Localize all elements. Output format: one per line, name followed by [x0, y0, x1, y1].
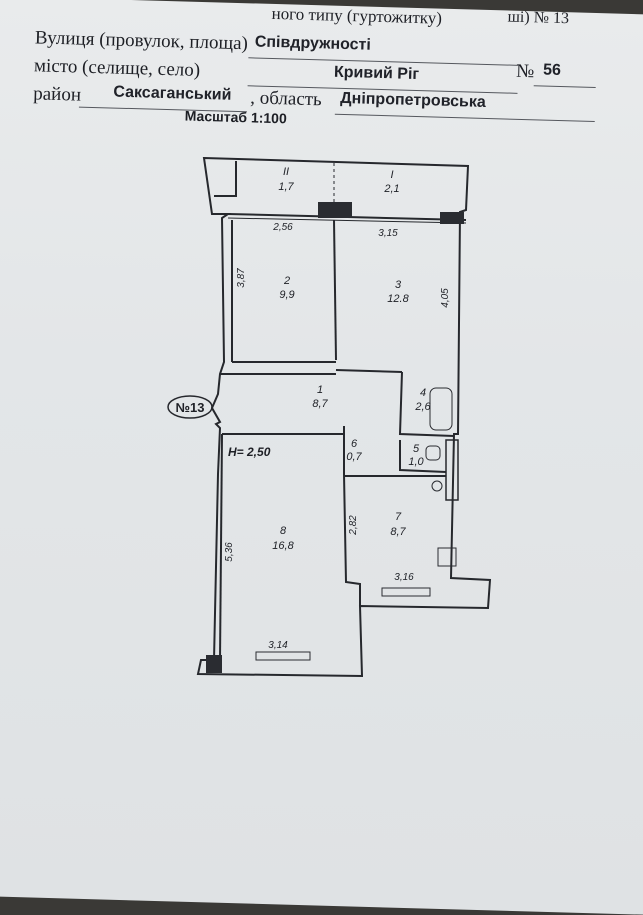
dimension-labels: 2,56 3,15 3,87 4,05 5,36 2,82 3,16 3,14: [224, 222, 451, 651]
room-area-3: 12.8: [387, 293, 409, 305]
wall-shaft: [445, 439, 459, 501]
column-1: [318, 202, 352, 218]
apartment-tag-group: №13: [167, 395, 213, 419]
room-number-2: 2: [283, 275, 290, 287]
room-area-7: 8,7: [390, 526, 406, 538]
balcony-line: [214, 161, 237, 197]
wall-room8-left: [219, 433, 223, 661]
wall-room2-right: [333, 219, 337, 361]
room-number-I: I: [390, 169, 393, 181]
wall-toilet: [399, 440, 447, 473]
room-area-5: 1,0: [408, 456, 424, 468]
room-area-6: 0,7: [346, 451, 362, 463]
room-number-8: 8: [280, 525, 287, 537]
wall-bath: [398, 371, 455, 437]
room-area-8: 16,8: [272, 540, 294, 552]
dimension-room2-depth: 3,87: [236, 268, 247, 288]
room-area-I: 2,1: [383, 183, 399, 195]
room-area-4: 2,6: [414, 401, 431, 413]
dimension-room8-depth: 5,36: [224, 542, 235, 562]
dimension-room3-depth: 4,05: [440, 288, 451, 308]
window-room8: [255, 651, 311, 661]
room-number-II: II: [283, 166, 289, 178]
floor-plan: №13 H= 2,50 II 1,7 I 2,1 2 9,9 3 12.8 1 …: [167, 156, 492, 678]
outer-wall: [196, 156, 492, 678]
apartment-tag-oval: [167, 395, 213, 419]
room-area-2: 9,9: [279, 289, 294, 301]
dimension-room7-width: 3,16: [394, 572, 414, 583]
dimension-room7-depth: 2,82: [348, 515, 359, 536]
room-number-7: 7: [395, 511, 402, 523]
room-number-6: 6: [351, 438, 358, 450]
apartment-tag: №13: [176, 400, 205, 415]
room-number-4: 4: [420, 387, 426, 399]
room-number-1: 1: [317, 384, 323, 396]
toilet: [425, 445, 441, 461]
dimension-room3-width: 3,15: [378, 228, 398, 239]
room-number-3: 3: [395, 279, 402, 291]
window-band-inner: [227, 217, 467, 224]
sink: [431, 480, 443, 492]
room-labels: II 1,7 I 2,1 2 9,9 3 12.8 1 8,7 4 2,6 6 …: [272, 166, 431, 552]
stove: [437, 547, 457, 567]
room-area-II: 1,7: [278, 181, 294, 193]
bathtub: [429, 387, 453, 431]
room-number-5: 5: [413, 443, 420, 455]
room-area-1: 8,7: [312, 398, 328, 410]
window-room7: [381, 587, 431, 597]
dimension-room8-width: 3,14: [268, 640, 288, 651]
wall-room8-right: [343, 473, 361, 606]
wall-room3-bottom: [335, 369, 403, 373]
dimension-room2-width: 2,56: [272, 222, 293, 233]
column-2: [206, 655, 222, 673]
ceiling-height: H= 2,50: [228, 445, 271, 459]
column-3: [440, 212, 464, 224]
